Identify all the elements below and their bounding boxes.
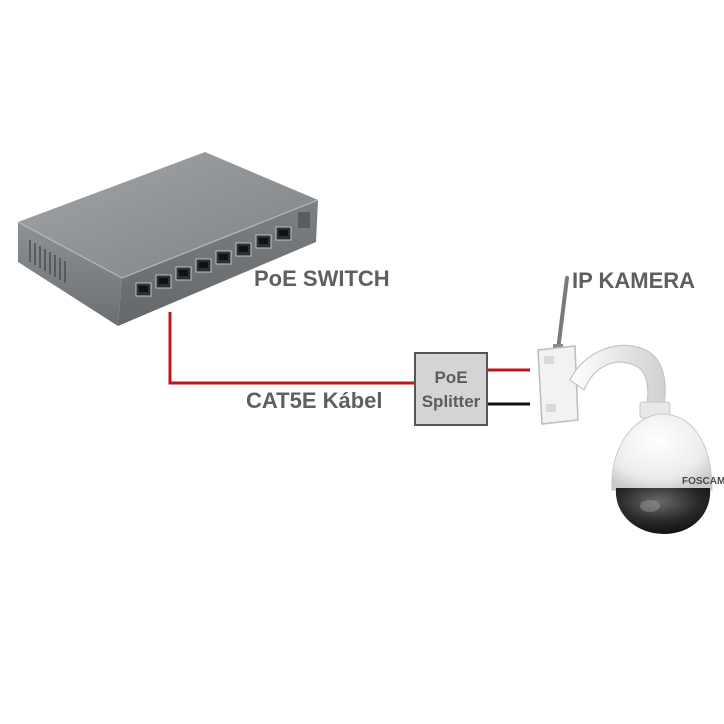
splitter-label-line1: PoE bbox=[434, 368, 468, 387]
camera-arm bbox=[569, 344, 666, 411]
poe-switch bbox=[17, 152, 319, 326]
switch-ports bbox=[135, 226, 292, 297]
switch-led-panel bbox=[298, 212, 310, 228]
splitter-label-line2: Splitter bbox=[421, 392, 481, 411]
switch-side bbox=[18, 222, 122, 326]
camera-housing bbox=[611, 413, 713, 491]
ethernet-port-icon bbox=[175, 266, 192, 281]
poe-switch-label: PoE SWITCH bbox=[254, 266, 390, 291]
ethernet-port-icon bbox=[255, 234, 272, 249]
antenna-icon bbox=[556, 276, 569, 352]
ethernet-port-icon bbox=[155, 274, 172, 289]
ethernet-port-icon bbox=[215, 250, 232, 265]
ethernet-port-icon bbox=[275, 226, 292, 241]
camera-brand-text: FOSCAM bbox=[682, 476, 724, 487]
ethernet-port-icon bbox=[235, 242, 252, 257]
ethernet-port-icon bbox=[195, 258, 212, 273]
ip-camera-label: IP KAMERA bbox=[572, 268, 696, 293]
switch-vents bbox=[29, 240, 66, 283]
cat5e-cable bbox=[168, 312, 414, 385]
ethernet-port-icon bbox=[135, 282, 152, 297]
cat5e-cable-label: CAT5E Kábel bbox=[246, 388, 383, 413]
poe-splitter-box: PoE Splitter bbox=[414, 352, 488, 426]
ip-camera: FOSCAM bbox=[537, 276, 724, 534]
switch-top bbox=[18, 152, 318, 278]
camera-lens-dome bbox=[615, 488, 711, 534]
